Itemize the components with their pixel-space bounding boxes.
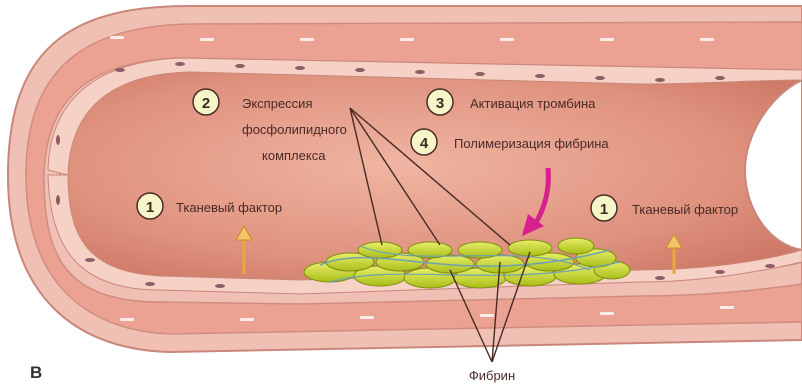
number-label: 2 [202,95,210,112]
fibrin-label: Фибрин [469,368,515,383]
number-label: 3 [436,95,444,112]
thrombin-text: Активация тромбина [470,96,596,111]
panel-letter: В [30,363,42,382]
number-label: 4 [420,135,429,152]
expression-line-2: фосфолипидного [242,122,347,137]
number-label: 1 [600,201,608,218]
expression-line-3: комплекса [262,148,326,163]
tissue-factor-left-text: Тканевый фактор [176,200,282,215]
fibrin-polymerization-text: Полимеризация фибрина [454,136,609,151]
tissue-factor-right-text: Тканевый фактор [632,202,738,217]
number-label: 1 [146,199,154,216]
expression-line-1: Экспрессия [242,96,312,111]
